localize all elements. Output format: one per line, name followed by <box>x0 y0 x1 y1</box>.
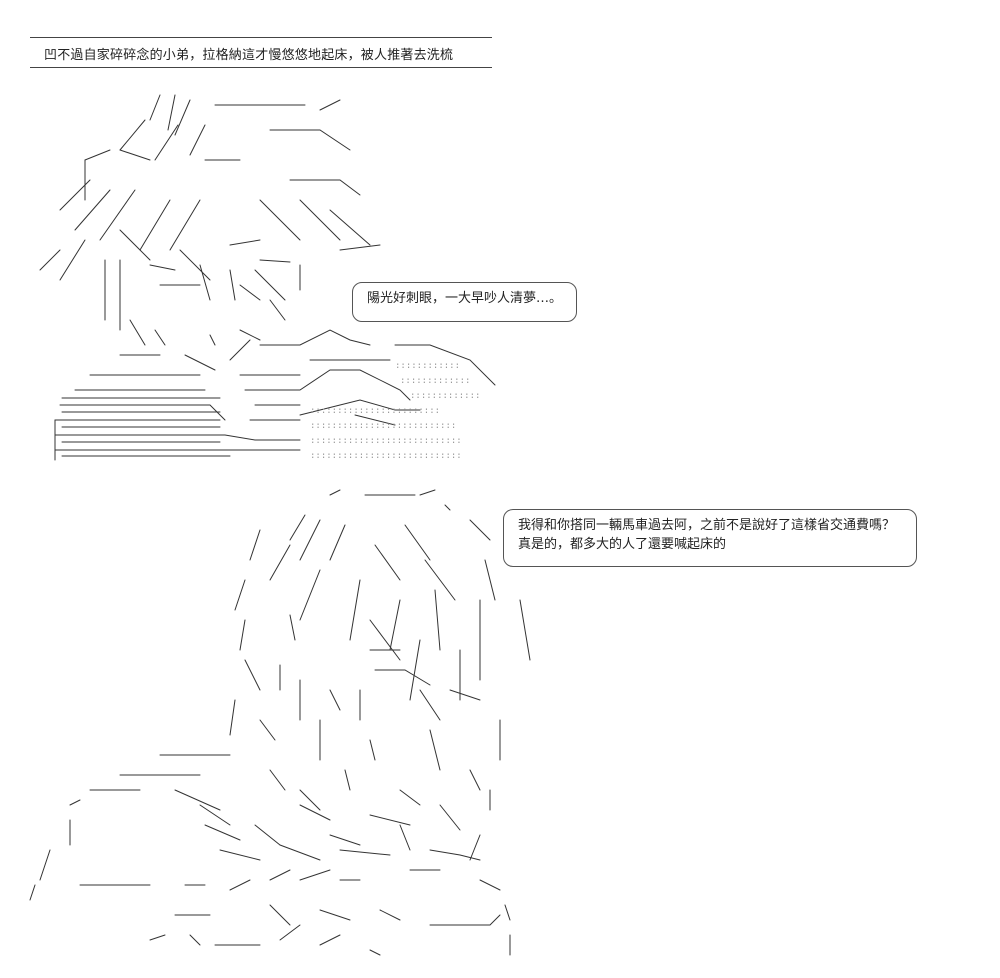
caption-rule-top <box>30 37 492 38</box>
svg-text::::::::::::::::::::::::::::: ::::::::::::::::::::::::::: <box>310 421 456 431</box>
speech-bubble-ragna: 陽光好刺眼，一大早吵人清夢…。 <box>352 282 577 322</box>
speech-bubble-line: 真是的，都多大的人了還要喊起床的 <box>518 537 727 552</box>
svg-text::::::::::::::: ::::::::::::: <box>410 391 480 401</box>
svg-text:::::::::::::::::::::::::::::: :::::::::::::::::::::::::::: <box>310 436 462 446</box>
svg-text:::::::::::::::::::::::::::::: :::::::::::::::::::::::::::: <box>310 451 462 461</box>
svg-text::::::::::::::: ::::::::::::: <box>400 376 470 386</box>
speech-bubble-line: 我得和你搭同一輛馬車過去阿，之前不是說好了這樣省交通費嗎？ <box>518 518 896 533</box>
caption-rule-bottom <box>30 67 492 68</box>
speech-bubble-sister: 我得和你搭同一輛馬車過去阿，之前不是說好了這樣省交通費嗎？ 真是的，都多大的人了… <box>503 509 917 567</box>
speech-bubble-line: 陽光好刺眼，一大早吵人清夢…。 <box>367 291 563 306</box>
svg-text:::::::::::::: :::::::::::: <box>395 361 460 371</box>
caption-text: 凹不過自家碎碎念的小弟，拉格納這才慢悠悠地起床，被人推著去洗梳 <box>44 48 454 63</box>
svg-text:::::::::::::::::::::::::: :::::::::::::::::::::::: <box>310 406 440 416</box>
